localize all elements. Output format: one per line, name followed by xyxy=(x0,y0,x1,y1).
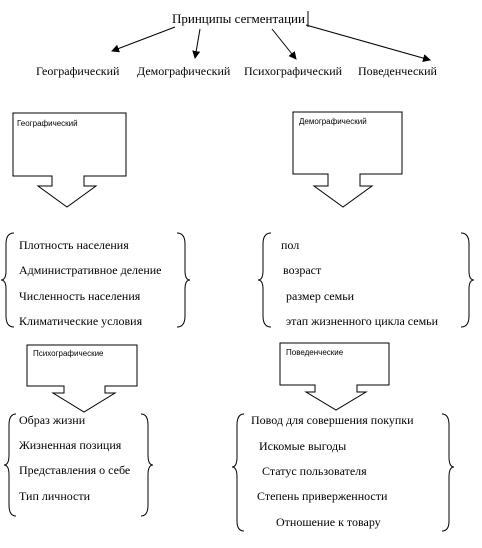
geo-list-item: Климатические условия xyxy=(19,314,143,328)
behav-list-item: Степень приверженности xyxy=(257,489,388,503)
principle-behavioral: Поведенческий xyxy=(358,64,437,78)
arrow-to-psychographic xyxy=(271,28,297,60)
box-label-geographic: Географический xyxy=(17,119,78,128)
demo-right-brace xyxy=(460,232,475,328)
demo-list-item: размер семьи xyxy=(286,289,355,303)
geo-left-brace xyxy=(0,232,15,328)
psycho-list-item: Тип личности xyxy=(19,489,91,503)
geo-right-brace xyxy=(176,232,191,328)
psycho-list-item: Жизненная позиция xyxy=(19,438,122,452)
box-label-demographic: Демографический xyxy=(299,117,367,126)
demo-list-item: этап жизненного цикла семьи xyxy=(286,314,439,328)
arrow-to-geographic xyxy=(111,26,176,53)
diagram-title: Принципы сегментации xyxy=(172,11,305,26)
demo-list-item: возраст xyxy=(283,263,322,277)
geographic-arrow-box xyxy=(12,112,127,208)
demo-left-brace xyxy=(257,232,272,328)
psycho-list-item: Образ жизни xyxy=(19,413,86,427)
box-label-psychographic: Психографические xyxy=(33,349,104,358)
psychographic-arrow-box xyxy=(26,344,138,413)
psycho-list-item: Представления о себе xyxy=(19,463,131,477)
behavioral-arrow-box xyxy=(279,342,390,411)
principle-psychographic: Психографический xyxy=(244,64,343,78)
geo-list-item: Численность населения xyxy=(19,289,141,303)
behav-right-brace xyxy=(441,413,455,532)
geo-list-item: Административное деление xyxy=(19,263,162,277)
principle-geographic: Географический xyxy=(36,64,120,78)
behav-left-brace xyxy=(231,413,245,532)
arrow-to-behavioral xyxy=(305,24,431,62)
behav-list-item: Повод для совершения покупки xyxy=(251,413,414,427)
behav-list-item: Искомые выгоды xyxy=(259,439,347,453)
demographic-arrow-box xyxy=(292,111,403,208)
box-label-behavioral: Поведенческие xyxy=(286,348,344,357)
demo-list-item: пол xyxy=(281,238,300,252)
geo-list-item: Плотность населения xyxy=(19,238,129,252)
behav-list-item: Статус пользователя xyxy=(262,464,367,478)
behav-list-item: Отношение к товару xyxy=(276,515,381,529)
psycho-right-brace xyxy=(140,413,154,517)
principle-demographic: Демографический xyxy=(137,64,231,78)
arrow-to-demographic xyxy=(192,28,201,59)
psycho-left-brace xyxy=(3,413,17,517)
